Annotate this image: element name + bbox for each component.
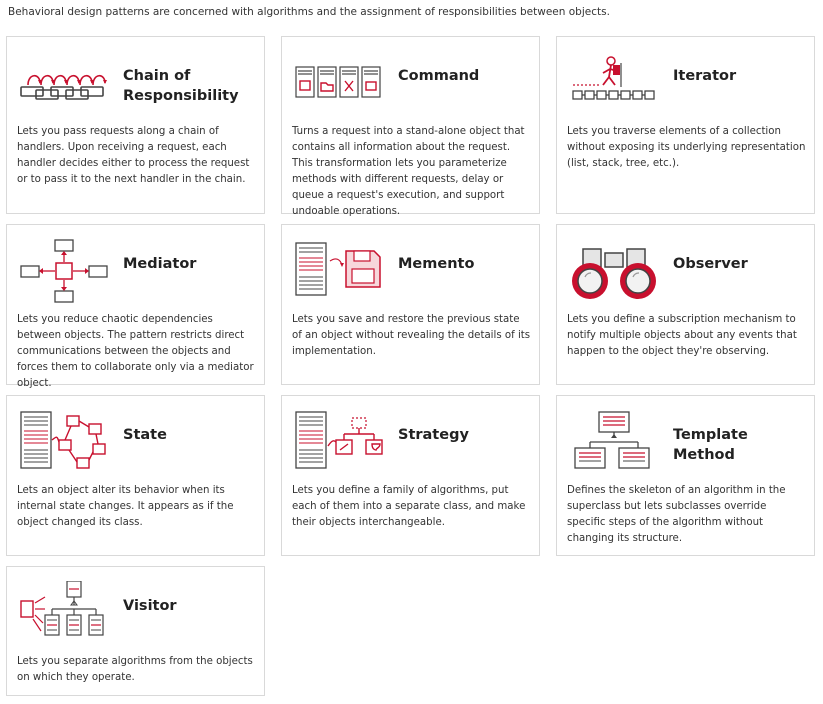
pattern-name: Observer (673, 256, 748, 272)
visitor-icon (19, 581, 111, 645)
pattern-description: Defines the skeleton of an algorithm in … (567, 485, 786, 544)
pattern-description: Lets you define a subscription mechanism… (567, 314, 797, 357)
binoculars-icon (569, 239, 661, 303)
pattern-card-strategy[interactable]: Strategy Lets you define a family of alg… (281, 395, 540, 556)
pattern-name: Iterator (673, 68, 737, 84)
pattern-description: Lets you separate algorithms from the ob… (17, 656, 253, 683)
pattern-name: Visitor (123, 598, 177, 614)
pattern-card-state[interactable]: State Lets an object alter its behavior … (6, 395, 265, 556)
pattern-card-observer[interactable]: Observer Lets you define a subscription … (556, 224, 815, 385)
pattern-name: Mediator (123, 256, 197, 272)
pattern-card-template-method[interactable]: Template Method Defines the skeleton of … (556, 395, 815, 556)
pattern-description: Lets you reduce chaotic dependencies bet… (17, 314, 254, 389)
pattern-description: Lets an object alter its behavior when i… (17, 485, 234, 528)
pattern-name: Chain of Responsibility (123, 68, 239, 104)
pattern-card-memento[interactable]: Memento Lets you save and restore the pr… (281, 224, 540, 385)
chain-icon (19, 51, 111, 115)
pattern-card-mediator[interactable]: Mediator Lets you reduce chaotic depende… (6, 224, 265, 389)
pattern-description: Lets you traverse elements of a collecti… (567, 126, 806, 169)
pattern-name: Template Method (673, 427, 748, 463)
pattern-description: Lets you define a family of algorithms, … (292, 485, 526, 528)
pattern-name: Memento (398, 256, 475, 272)
memento-icon (294, 239, 386, 303)
template-method-icon (569, 410, 661, 474)
pattern-name: Command (398, 68, 480, 84)
pattern-card-visitor[interactable]: Visitor Lets you separate algorithms fro… (6, 566, 265, 696)
strategy-icon (294, 410, 386, 474)
pattern-description: Lets you pass requests along a chain of … (17, 126, 250, 185)
pattern-card-iterator[interactable]: Iterator Lets you traverse elements of a… (556, 36, 815, 214)
command-icon (294, 51, 386, 115)
pattern-name: Strategy (398, 427, 469, 443)
pattern-card-chain-of-responsibility[interactable]: Chain of Responsibility Lets you pass re… (6, 36, 265, 214)
pattern-description: Lets you save and restore the previous s… (292, 314, 531, 357)
pattern-name: State (123, 427, 167, 443)
pattern-card-command[interactable]: Command Turns a request into a stand-alo… (281, 36, 540, 217)
pattern-description: Turns a request into a stand-alone objec… (292, 126, 525, 217)
mediator-icon (19, 239, 111, 303)
iterator-icon (569, 51, 661, 115)
state-icon (19, 410, 111, 474)
intro-text: Behavioral design patterns are concerned… (8, 6, 610, 18)
